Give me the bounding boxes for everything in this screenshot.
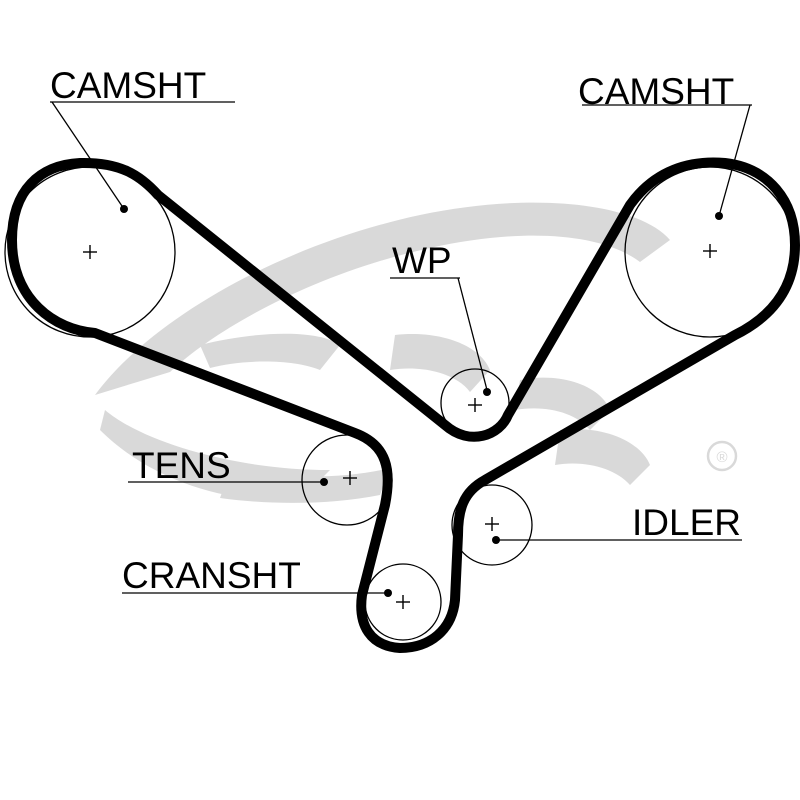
idler-center-mark xyxy=(485,517,499,531)
crankshaft-leader xyxy=(122,589,392,597)
right-camshaft-leader xyxy=(582,104,752,220)
water-pump-label: WP xyxy=(392,240,452,281)
timing-belt xyxy=(7,157,800,653)
crankshaft-center-mark xyxy=(396,595,410,609)
right-camshaft-label: CAMSHT xyxy=(578,71,734,112)
idler-label: IDLER xyxy=(632,502,741,543)
gates-logo-watermark xyxy=(95,202,670,503)
tensioner-leader xyxy=(128,478,328,486)
water-pump-center-mark xyxy=(468,398,482,412)
idler-leader xyxy=(492,536,742,544)
tensioner-label: TENS xyxy=(132,445,231,486)
crankshaft-label: CRANSHT xyxy=(122,555,301,596)
right-camshaft-center-mark xyxy=(703,244,717,258)
tensioner-center-mark xyxy=(343,471,357,485)
left-camshaft-center-mark xyxy=(83,245,97,259)
left-camshaft-label: CAMSHT xyxy=(50,65,206,106)
left-camshaft-leader xyxy=(50,101,235,213)
water-pump-leader xyxy=(390,277,491,396)
registered-trademark-mark: ® xyxy=(706,440,738,472)
idler-pulley xyxy=(451,484,533,566)
svg-text:®: ® xyxy=(716,449,727,466)
